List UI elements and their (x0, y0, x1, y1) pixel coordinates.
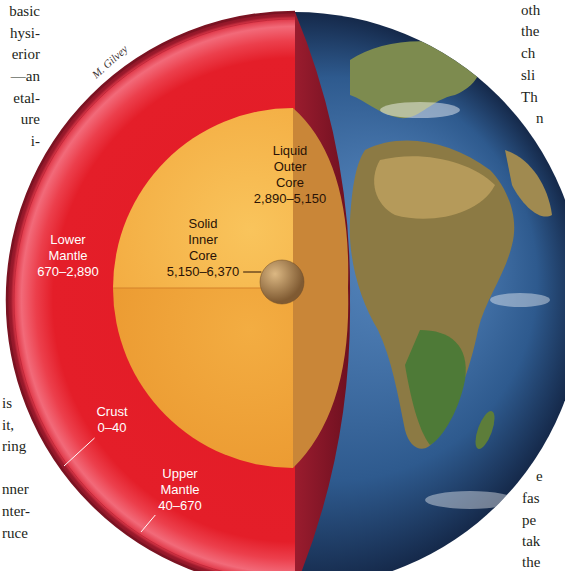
book-text: nner (2, 480, 29, 498)
book-text: ruce (2, 524, 28, 542)
europe (350, 41, 481, 118)
book-text: pe (522, 511, 536, 529)
arabia (505, 150, 552, 217)
book-text: tak (522, 532, 540, 550)
book-text: ring (2, 437, 26, 455)
book-text: ure (21, 110, 40, 128)
leader-line (141, 515, 155, 532)
book-text: i- (31, 132, 40, 150)
label-group: Liquid Outer Core2,890–5,150 (254, 143, 326, 207)
book-text: —an (11, 67, 40, 85)
cloud (380, 102, 460, 118)
outer-core-region: Solid Inner Core5,150–6,370Liquid Outer … (113, 108, 353, 468)
layer-label: Upper Mantle (160, 466, 199, 498)
book-text: sli (521, 66, 535, 84)
book-text: ch (521, 44, 535, 62)
cloud (425, 491, 515, 509)
layer-name: Lower Mantle (48, 232, 87, 264)
crust-boundary (14, 19, 295, 571)
layer-name: Liquid Outer Core (273, 143, 308, 191)
book-text: basic (9, 2, 40, 20)
layer-label: 40–670 (158, 498, 201, 514)
artist-signature: M. Gilvey (90, 43, 131, 82)
madagascar (472, 409, 499, 451)
book-text: the (521, 22, 539, 40)
book-text: e (536, 467, 543, 485)
globe-ocean (7, 12, 565, 571)
book-text: Th (521, 88, 538, 106)
outer-core-lower-face (113, 288, 293, 468)
label-group: Lower Mantle670–2,890 (37, 232, 98, 280)
continents (350, 41, 552, 509)
layer-label: Crust (96, 404, 127, 420)
book-text: is (2, 394, 12, 412)
crust-edge (7, 12, 295, 571)
layer-label: 0–40 (98, 420, 127, 436)
leader-line (64, 438, 95, 466)
africa (350, 140, 514, 448)
inner-core-ball (260, 260, 304, 304)
book-text: fas (522, 489, 540, 507)
book-text: oth (521, 1, 540, 19)
sahara (374, 156, 495, 219)
depth-range: 2,890–5,150 (254, 191, 326, 207)
book-text: erior (12, 45, 40, 63)
inner-core-region: Solid Inner Core5,150–6,370 (158, 210, 308, 310)
layer-name: Solid Inner Core (188, 216, 218, 264)
book-text: the (522, 553, 540, 571)
book-text: n (536, 109, 544, 127)
mantle-face (7, 12, 295, 571)
depth-range: 670–2,890 (37, 264, 98, 280)
leader-line (243, 272, 261, 273)
mantle-region: Solid Inner Core5,150–6,370Liquid Outer … (7, 12, 295, 571)
southern-africa (405, 330, 466, 445)
label-group: Solid Inner Core5,150–6,370 (167, 216, 239, 280)
book-text: etal- (13, 89, 40, 107)
depth-range: 5,150–6,370 (167, 264, 239, 280)
cloud (490, 293, 550, 307)
book-text: hysi- (10, 24, 40, 42)
book-text: nter- (2, 502, 30, 520)
book-text: it, (2, 416, 14, 434)
